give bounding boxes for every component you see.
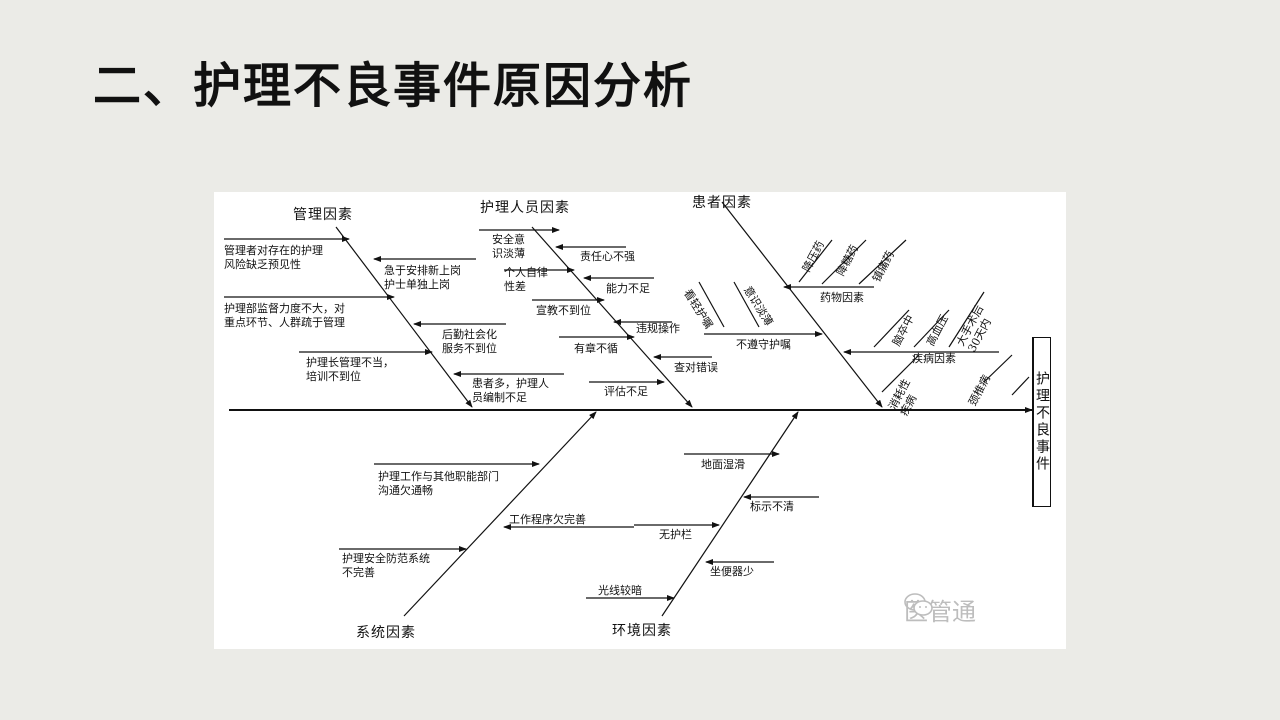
effect-box: 护理不良事件 <box>1032 337 1051 507</box>
cause-label: 光线较暗 <box>598 584 642 597</box>
category-management: 管理因素 <box>293 207 353 223</box>
fishbone-lines <box>224 201 1033 617</box>
cause-label: 管理者对存在的护理 风险缺乏预见性 <box>224 244 323 271</box>
cause-label: 急于安排新上岗 护士单独上岗 <box>384 264 461 291</box>
bone-environment <box>661 411 799 617</box>
category-nursing-staff: 护理人员因素 <box>480 200 570 216</box>
sub-factor-label: 药物因素 <box>820 291 864 304</box>
bone-nursing-staff <box>531 226 693 408</box>
cause-label: 坐便器少 <box>710 565 754 578</box>
cause-label: 查对错误 <box>674 361 718 374</box>
category-environment: 环境因素 <box>612 623 672 639</box>
cause-label: 护理部监督力度不大，对 重点环节、人群疏于管理 <box>224 302 345 329</box>
cause-label: 护理长管理不当， 培训不到位 <box>306 356 394 383</box>
cause-label: 宣教不到位 <box>536 304 591 317</box>
cause-label: 无护栏 <box>659 528 692 541</box>
cause-label: 工作程序欠完善 <box>509 513 586 526</box>
cause-label: 患者多，护理人 员编制不足 <box>472 377 549 404</box>
effect-label: 护理不良事件 <box>1034 371 1050 473</box>
wechat-icon <box>904 593 933 616</box>
category-system: 系统因素 <box>356 625 416 641</box>
cause-label: 安全意 识淡薄 <box>492 233 525 260</box>
sub-factor-label: 疾病因素 <box>912 352 956 365</box>
cause-label: 责任心不强 <box>580 250 635 263</box>
cause-label: 有章不循 <box>574 342 618 355</box>
bone-system <box>403 411 597 617</box>
category-patient: 患者因素 <box>692 195 752 211</box>
cause-label: 违规操作 <box>636 322 680 335</box>
cause-label: 标示不清 <box>750 500 794 513</box>
slide-title: 二、护理不良事件原因分析 <box>93 58 694 114</box>
cause-label: 护理安全防范系统 不完善 <box>342 552 430 579</box>
cause-label: 护理工作与其他职能部门 沟通欠通畅 <box>378 470 499 497</box>
sub-factor-label: 不遵守护嘱 <box>736 338 791 351</box>
bone-management <box>335 226 473 408</box>
cause-label: 个人自律 性差 <box>504 266 548 293</box>
bone-patient <box>721 201 883 408</box>
cause-label: 后勤社会化 服务不到位 <box>442 328 497 355</box>
cause-label: 评估不足 <box>604 385 648 398</box>
watermark: 医管通 <box>904 592 976 627</box>
cause-label: 地面湿滑 <box>701 458 745 471</box>
cause-label: 能力不足 <box>606 282 650 295</box>
fishbone-diagram: 管理因素 护理人员因素 患者因素 系统因素 环境因素 管理者对存在的护理 风险缺… <box>214 192 1066 649</box>
